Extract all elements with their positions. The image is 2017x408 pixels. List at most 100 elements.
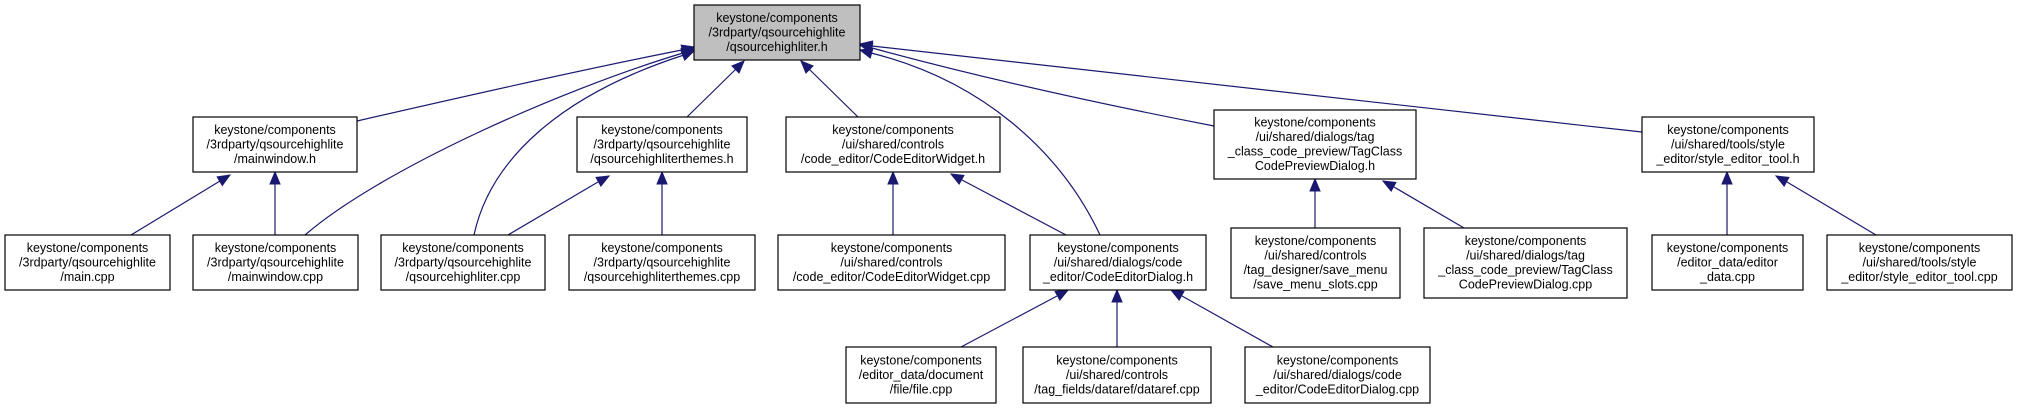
node-box[interactable] <box>576 116 748 173</box>
node-label-line: /save_menu_slots.cpp <box>1253 278 1377 292</box>
node-box[interactable] <box>693 4 861 61</box>
node-codeeditordialog-cpp[interactable]: keystone/components/ui/shared/dialogs/co… <box>1244 346 1431 404</box>
node-tagclass-cpp[interactable]: keystone/components/ui/shared/dialogs/ta… <box>1423 227 1628 299</box>
node-root[interactable]: keystone/components/3rdparty/qsourcehigh… <box>693 4 861 61</box>
node-tagclass-h[interactable]: keystone/components/ui/shared/dialogs/ta… <box>1213 109 1417 180</box>
edge-line <box>507 181 599 236</box>
node-label-line: /ui/shared/tools/style <box>1863 255 1977 269</box>
node-savemenu-cpp[interactable]: keystone/components/ui/shared/controls/t… <box>1230 227 1401 299</box>
node-label-line: _editor/style_editor_tool.cpp <box>1840 270 1997 284</box>
edge-main_cpp-to-mainwindow_h <box>130 174 232 236</box>
node-codeeditordialog-h[interactable]: keystone/components/ui/shared/dialogs/co… <box>1029 234 1207 291</box>
node-label-line: keystone/components <box>1859 241 1981 255</box>
node-label-line: /file/file.cpp <box>890 382 953 396</box>
edge-themes_cpp-to-themes_h <box>656 170 668 235</box>
node-box[interactable] <box>1230 227 1401 299</box>
node-label-line: /ui/shared/controls <box>1066 368 1168 382</box>
node-mainwindow-cpp[interactable]: keystone/components/3rdparty/qsourcehigh… <box>192 234 359 291</box>
node-box[interactable] <box>192 234 359 291</box>
node-label-line: CodePreviewDialog.h <box>1255 159 1375 173</box>
node-file-cpp[interactable]: keystone/components/editor_data/document… <box>845 346 997 404</box>
node-box[interactable] <box>777 234 1006 291</box>
arrowhead-icon <box>1381 180 1397 193</box>
arrowhead-icon <box>1111 288 1123 303</box>
arrowhead-icon <box>680 50 696 61</box>
node-qsourcehighliter-cpp[interactable]: keystone/components/3rdparty/qsourcehigh… <box>380 234 546 291</box>
edge-qsourcehighliter_cpp-to-root <box>473 50 696 236</box>
edge-line <box>473 54 685 236</box>
edge-dataref_cpp-to-codeeditordialog_h <box>1111 288 1123 347</box>
node-codeeditorwidget-cpp[interactable]: keystone/components/ui/shared/controls/c… <box>777 234 1006 291</box>
node-label-line: _editor/CodeEditorDialog.cpp <box>1255 382 1419 396</box>
node-mainwindow-h[interactable]: keystone/components/3rdparty/qsourcehigh… <box>192 116 358 173</box>
node-label-line: keystone/components <box>716 11 838 25</box>
node-box[interactable] <box>1641 116 1815 173</box>
node-themes-cpp[interactable]: keystone/components/3rdparty/qsourcehigh… <box>568 234 756 291</box>
edge-codeeditorwidget_cpp-to-codeeditorwidget_h <box>887 170 899 235</box>
node-label-line: keystone/components <box>27 241 149 255</box>
node-label-line: keystone/components <box>1667 123 1789 137</box>
node-editordata-cpp[interactable]: keystone/components/editor_data/editor_d… <box>1651 234 1804 291</box>
edge-line <box>808 68 859 118</box>
node-box[interactable] <box>1029 234 1207 291</box>
node-codeeditorwidget-h[interactable]: keystone/components/ui/shared/controls/c… <box>785 116 1001 173</box>
node-main-cpp[interactable]: keystone/components/3rdparty/qsourcehigh… <box>4 234 171 291</box>
edge-line <box>961 179 1067 236</box>
arrowhead-icon <box>656 170 668 185</box>
arrowhead-icon <box>731 60 745 74</box>
node-themes-h[interactable]: keystone/components/3rdparty/qsourcehigh… <box>576 116 748 173</box>
edge-line <box>1786 181 1877 236</box>
node-label-line: /ui/shared/controls <box>1264 249 1366 263</box>
edge-styleeditor_h-to-root <box>858 40 1643 133</box>
node-dataref-cpp[interactable]: keystone/components/ui/shared/controls/t… <box>1022 346 1212 404</box>
edge-tagclass_h-to-root <box>858 42 1215 127</box>
node-label-line: /ui/shared/dialogs/tag <box>1466 249 1585 263</box>
node-label-line: /code_editor/CodeEditorWidget.h <box>801 152 985 166</box>
node-label-line: /ui/shared/dialogs/tag <box>1256 130 1375 144</box>
node-box[interactable] <box>1826 234 2013 291</box>
node-label-line: /3rdparty/qsourcehighlite <box>395 255 532 269</box>
node-box[interactable] <box>845 346 997 404</box>
node-label-line: keystone/components <box>1277 353 1399 367</box>
node-box[interactable] <box>380 234 546 291</box>
node-label-line: keystone/components <box>601 123 723 137</box>
edge-line <box>686 68 737 118</box>
node-label-line: keystone/components <box>1465 234 1587 248</box>
node-label-line: /main.cpp <box>60 270 114 284</box>
node-box[interactable] <box>1423 227 1628 299</box>
node-box[interactable] <box>785 116 1001 173</box>
node-styleeditor-cpp[interactable]: keystone/components/ui/shared/tools/styl… <box>1826 234 2013 291</box>
node-box[interactable] <box>192 116 358 173</box>
node-box[interactable] <box>4 234 171 291</box>
node-label-line: _class_code_preview/TagClass <box>1227 145 1402 159</box>
node-box[interactable] <box>568 234 756 291</box>
node-box[interactable] <box>1244 346 1431 404</box>
node-label-line: keystone/components <box>1667 241 1789 255</box>
edge-tagclass_cpp-to-tagclass_h <box>1381 180 1465 229</box>
node-box[interactable] <box>1651 234 1804 291</box>
arrowhead-icon <box>1169 289 1185 302</box>
node-styleeditor-h[interactable]: keystone/components/ui/shared/tools/styl… <box>1641 116 1815 173</box>
edge-line <box>304 52 684 236</box>
node-label-line: /qsourcehighliterthemes.cpp <box>584 270 740 284</box>
node-label-line: /editor_data/document <box>859 368 984 382</box>
edge-codeeditorwidget_h-to-root <box>800 60 859 118</box>
arrowhead-icon <box>1774 175 1790 188</box>
node-label-line: /3rdparty/qsourcehighlite <box>709 25 846 39</box>
node-box[interactable] <box>1022 346 1212 404</box>
edge-line <box>130 180 221 236</box>
arrowhead-icon <box>800 60 814 74</box>
node-label-line: /3rdparty/qsourcehighlite <box>594 137 731 151</box>
edge-qsourcehighliter_cpp-to-themes_h <box>507 175 611 236</box>
node-label-line: keystone/components <box>215 241 337 255</box>
node-label-line: keystone/components <box>1056 353 1178 367</box>
node-box[interactable] <box>1213 109 1417 180</box>
node-label-line: keystone/components <box>402 241 524 255</box>
edge-styleeditor_cpp-to-styleeditor_h <box>1774 175 1877 236</box>
node-label-line: /ui/shared/dialogs/code <box>1054 255 1183 269</box>
node-label-line: _class_code_preview/TagClass <box>1437 263 1612 277</box>
edge-file_cpp-to-codeeditordialog_h <box>960 289 1070 348</box>
node-label-line: keystone/components <box>860 353 982 367</box>
arrowhead-icon <box>887 170 899 185</box>
